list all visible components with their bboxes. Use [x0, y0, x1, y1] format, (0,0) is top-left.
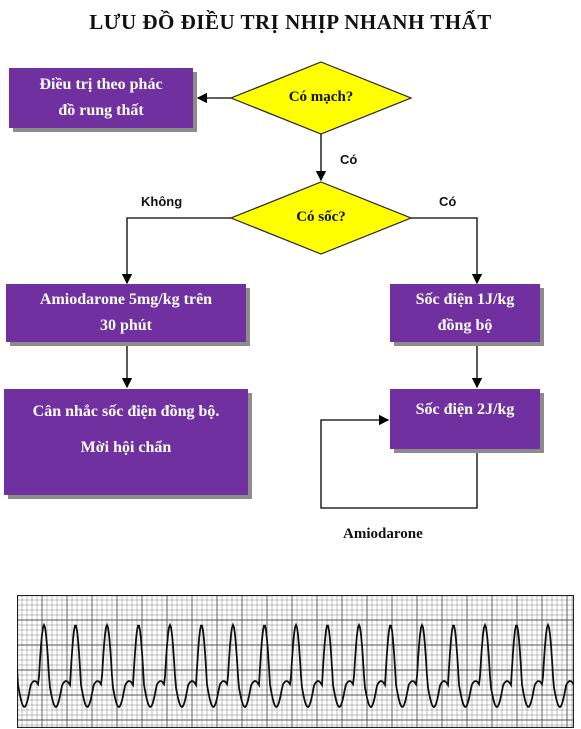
shock-yes-label: Có — [439, 194, 457, 209]
shock2-line1: Sốc điện 2J/kg — [415, 401, 515, 418]
consider-box: Cân nhắc sốc điện đồng bộ. Mời hội chẩn — [4, 389, 248, 495]
shock1-line2: đồng bộ — [437, 317, 493, 334]
amiodarone-line2: 30 phút — [99, 317, 152, 334]
amiodarone-line1: Amiodarone 5mg/kg trên — [39, 291, 213, 308]
amiodarone-loop-arrow — [320, 414, 478, 509]
pulse-yes-label: Có — [340, 152, 358, 167]
shock-no-label: Không — [141, 194, 183, 209]
vf-protocol-line2: đồ rung thất — [58, 102, 144, 119]
page-title: LƯU ĐỒ ĐIỀU TRỊ NHỊP NHANH THẤT — [89, 10, 492, 34]
ecg-grid — [17, 595, 574, 728]
shock-no-arrow — [121, 217, 231, 285]
shock-yes-arrow — [411, 217, 483, 285]
ecg-trace — [17, 622, 574, 709]
ecg-strip — [17, 595, 574, 728]
shock2-box: Sốc điện 2J/kg — [390, 389, 540, 449]
loop-amiodarone-label: Amiodarone — [343, 526, 423, 542]
consider-line2: Mời hội chẩn — [80, 439, 172, 456]
shock1-line1: Sốc điện 1J/kg — [415, 291, 515, 308]
shock1-box: Sốc điện 1J/kg đồng bộ — [390, 284, 540, 342]
amiodarone-box: Amiodarone 5mg/kg trên 30 phút — [6, 284, 246, 342]
shock-decision-diamond — [229, 181, 413, 255]
consider-line1: Cân nhắc sốc điện đồng bộ. — [32, 403, 220, 420]
vf-protocol-line1: Điều trị theo phác — [39, 76, 163, 93]
pulse-question: Có mạch? — [288, 89, 354, 105]
shock-question: Có sốc? — [296, 209, 346, 225]
vf-protocol-box: Điều trị theo phác đồ rung thất — [9, 68, 193, 128]
